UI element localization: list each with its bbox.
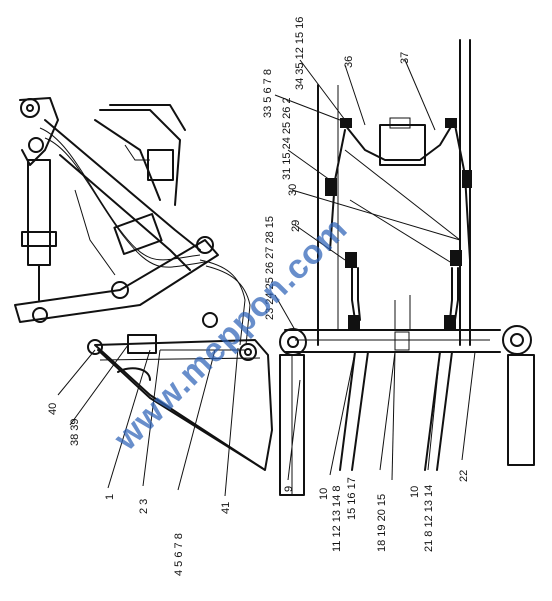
callout-11-17: 11 12 13 14 8 [331,486,343,552]
callout-21-14: 21 8 12 13 14 [423,485,435,552]
boom-assembly [14,97,251,346]
callout-15-17: 15 16 17 [346,477,358,520]
callout-36: 36 [343,56,355,68]
callout-9: 9 [283,486,295,492]
callout-33-78: 33 5 6 7 8 [262,69,274,118]
callout-labels: 40 38 39 1 2 3 4 5 6 7 8 41 9 10 11 12 1… [47,17,470,576]
callout-2-3: 2 3 [138,499,150,514]
callout-10b: 10 [409,486,421,498]
bucket [87,334,273,471]
callout-37: 37 [399,52,411,64]
callout-30: 30 [287,184,299,196]
callout-29: 29 [290,220,302,232]
callout-18-15: 18 19 20 15 [376,494,388,552]
callout-23-2815: 23 24 25 26 27 28 15 [264,216,276,320]
callout-34-16: 34 35 12 15 16 [294,17,306,90]
callout-4-8: 4 5 6 7 8 [173,533,185,576]
callout-10a: 10 [318,488,330,500]
callout-31-62: 31 15 24 25 26 2 [281,97,293,180]
frame-assembly [279,39,535,496]
callout-1: 1 [104,494,116,500]
callout-40: 40 [47,403,59,415]
callout-22: 22 [458,470,470,482]
callout-41: 41 [220,502,232,514]
leader-lines [57,59,476,497]
callout-38-39: 38 39 [69,418,81,446]
